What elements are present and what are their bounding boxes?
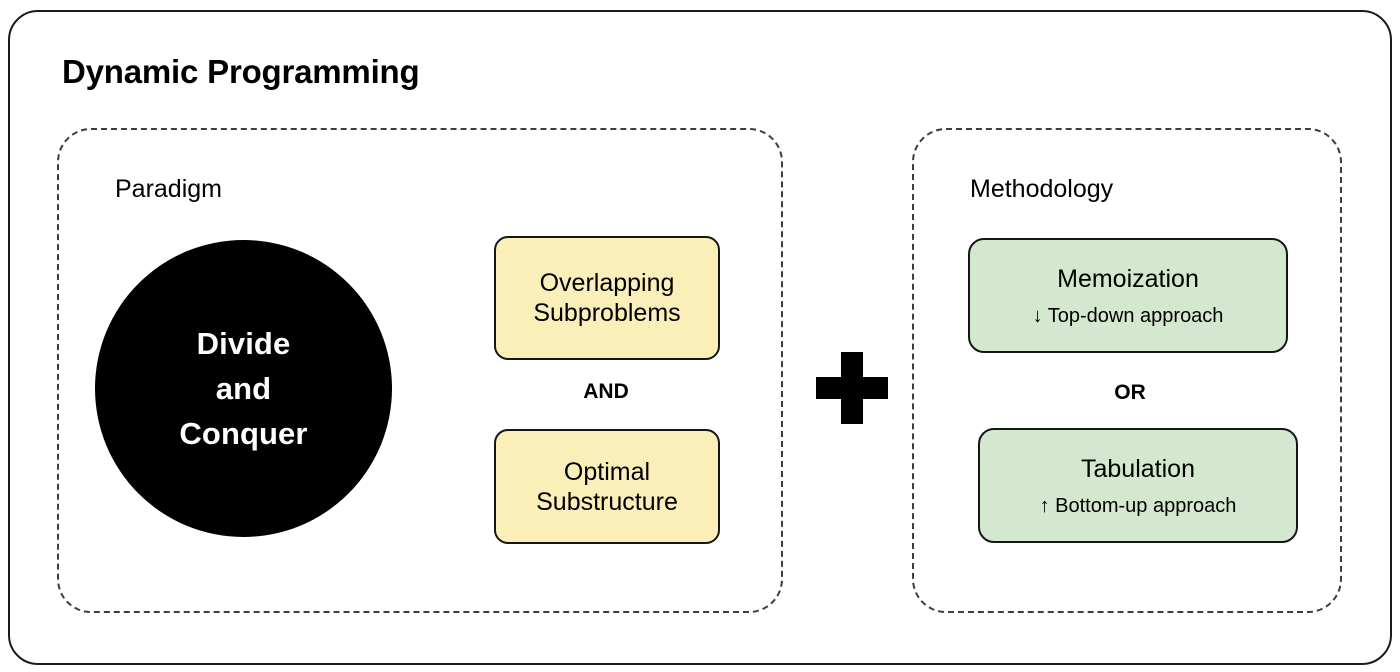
- card-memoization[interactable]: Memoization ↓ Top-down approach: [968, 238, 1288, 353]
- card-memoization-subtitle: ↓ Top-down approach: [1032, 304, 1224, 327]
- card-optimal-substructure-title: Optimal Substructure: [536, 457, 678, 517]
- card-overlapping-subproblems[interactable]: Overlapping Subproblems: [494, 236, 720, 360]
- card-title-line1: Optimal: [563, 457, 651, 486]
- plus-icon: [812, 348, 892, 428]
- logic-label-or: OR: [1114, 381, 1146, 404]
- card-optimal-substructure[interactable]: Optimal Substructure: [494, 429, 720, 544]
- panel-methodology-label: Methodology: [970, 175, 1114, 203]
- page-title: Dynamic Programming: [62, 53, 420, 90]
- core-node-label-line2: and: [215, 371, 272, 406]
- core-node-label: Divide and Conquer: [179, 321, 307, 456]
- plus-icon-vertical-bar: [841, 352, 863, 424]
- core-node-label-line3: Conquer: [179, 416, 308, 451]
- core-node-divide-and-conquer: Divide and Conquer: [95, 240, 392, 537]
- card-overlapping-subproblems-title: Overlapping Subproblems: [533, 268, 680, 328]
- core-node-label-line1: Divide: [196, 326, 291, 361]
- card-tabulation-subtitle: ↑ Bottom-up approach: [1039, 494, 1237, 517]
- panel-paradigm-label: Paradigm: [115, 175, 222, 203]
- panel-paradigm: Paradigm: [57, 128, 783, 613]
- logic-label-and: AND: [583, 380, 629, 403]
- card-title-line2: Subproblems: [533, 299, 681, 327]
- card-title-line2: Substructure: [536, 487, 678, 516]
- card-memoization-title: Memoization: [1057, 264, 1199, 293]
- panel-methodology: Methodology: [912, 128, 1342, 613]
- card-tabulation-title: Tabulation: [1081, 454, 1195, 483]
- card-title-line1: Overlapping: [539, 269, 675, 297]
- card-tabulation[interactable]: Tabulation ↑ Bottom-up approach: [978, 428, 1298, 543]
